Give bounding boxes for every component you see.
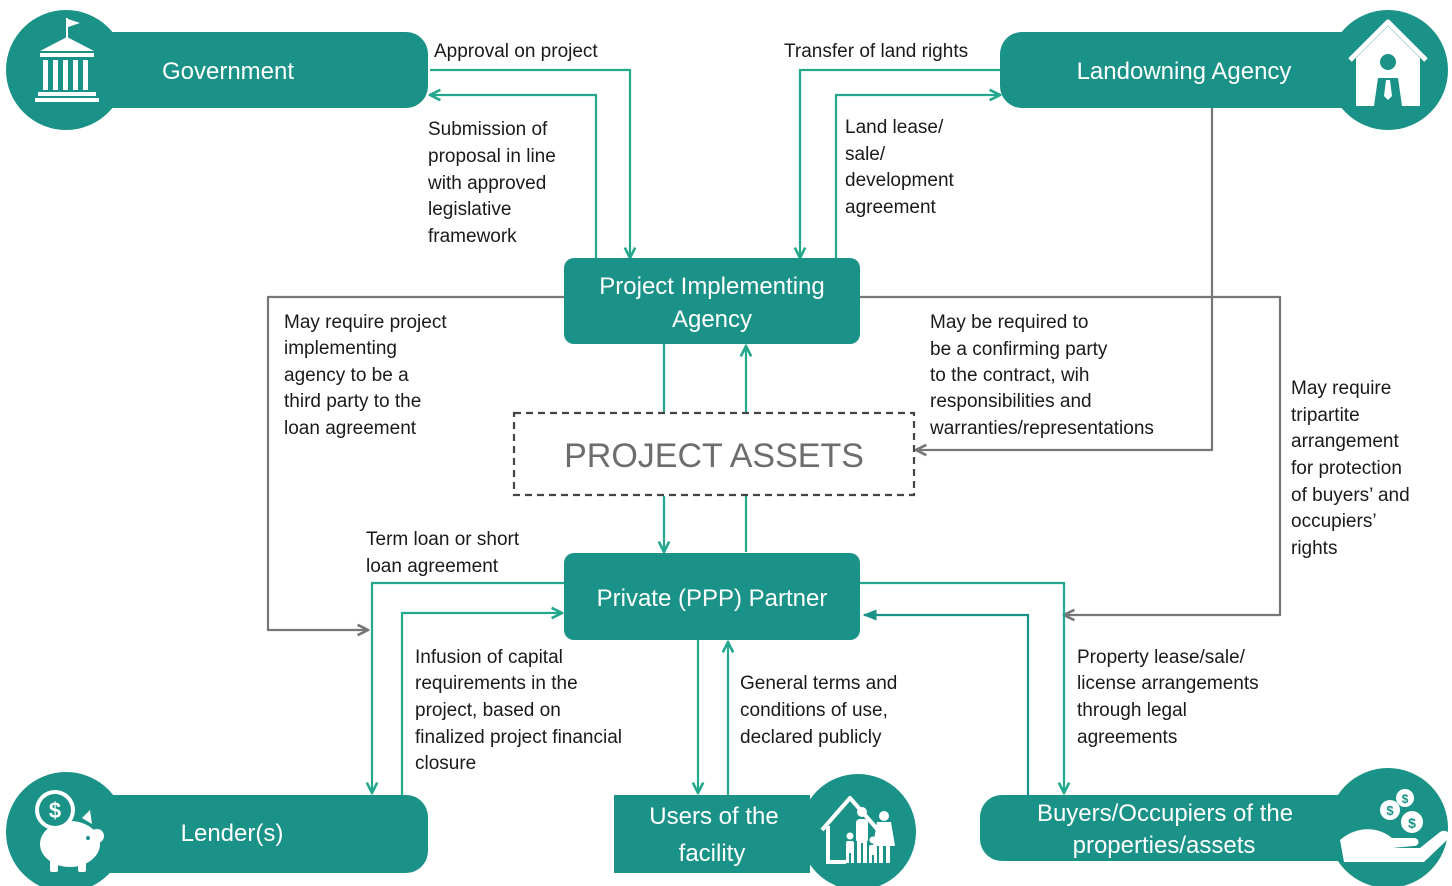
arrow-approval-on-project xyxy=(430,68,630,258)
private-partner-label: Private (PPP) Partner xyxy=(597,585,828,612)
svg-text:$: $ xyxy=(1402,792,1409,806)
pia-label-line1: Project Implementing xyxy=(599,273,824,300)
edge-label-transfer-of-land-rights: Transfer of land rights xyxy=(784,41,968,62)
house-person-icon xyxy=(1348,19,1428,106)
node-lenders: $ Lender(s) xyxy=(6,772,428,886)
node-government-label: Government xyxy=(162,58,294,85)
arrow-land-lease xyxy=(834,95,1000,258)
edge-label-approval-on-project: Approval on project xyxy=(434,41,598,62)
hand-coins-icon: $ $ $ xyxy=(1340,789,1449,862)
family-house-icon xyxy=(820,796,895,864)
arrow-transfer-of-land-rights xyxy=(800,68,1000,258)
arrow-infusion-of-capital xyxy=(400,613,562,795)
pia-label-line2: Agency xyxy=(672,306,752,333)
edge-label-infusion-of-capital: Infusion of capital requirements in the … xyxy=(415,647,627,774)
lenders-label: Lender(s) xyxy=(181,820,284,847)
government-building-icon xyxy=(35,18,99,102)
node-private-partner: Private (PPP) Partner xyxy=(564,553,860,640)
edge-label-submission-of-proposal: Submission of proposal in line with appr… xyxy=(427,119,561,247)
node-project-implementing-agency: Project Implementing Agency xyxy=(564,258,860,344)
arrow-buyers-to-private xyxy=(862,609,1030,795)
edge-label-general-terms: General terms and conditions of use, dec… xyxy=(740,673,903,748)
buyers-label-line2: properties/assets xyxy=(1073,832,1256,859)
edge-label-may-require-third-party: May require project implementing agency … xyxy=(284,312,452,439)
connectors xyxy=(266,68,1282,795)
users-label-line1: Users of the xyxy=(649,803,778,830)
arrow-private-to-buyers xyxy=(860,581,1064,793)
edge-label-confirming-party: May be required to be a confirming party… xyxy=(929,312,1154,439)
piggy-bank-dollar-icon: $ xyxy=(35,790,104,872)
edge-label-property-lease: Property lease/sale/ license arrangement… xyxy=(1077,647,1264,748)
svg-text:$: $ xyxy=(49,798,61,823)
node-project-assets: PROJECT ASSETS xyxy=(512,411,916,497)
node-landowning-agency: Landowning Agency xyxy=(1000,10,1448,130)
node-government: Government xyxy=(6,10,428,130)
node-buyers: $ $ $ Buyers/Occupiers of the properties… xyxy=(980,768,1449,886)
edge-labels: Approval on project Submission of propos… xyxy=(284,41,1415,774)
svg-text:$: $ xyxy=(1408,815,1416,831)
arrow-tripartite xyxy=(860,295,1282,615)
project-assets-label: PROJECT ASSETS xyxy=(564,437,864,475)
arrow-landowning-to-assets xyxy=(916,105,1214,450)
node-users: Users of the facility xyxy=(614,774,916,886)
arrow-third-party-loan xyxy=(266,295,564,630)
node-landowning-agency-label: Landowning Agency xyxy=(1077,58,1292,85)
arrow-submission-of-proposal xyxy=(430,95,598,258)
edge-label-term-loan: Term loan or short loan agreement xyxy=(366,529,524,577)
edge-label-land-lease: Land lease/ sale/ development agreement xyxy=(845,117,959,218)
arrow-term-loan xyxy=(372,581,564,793)
edge-label-tripartite: May require tripartite arrangement for p… xyxy=(1291,378,1415,559)
buyers-label-line1: Buyers/Occupiers of the xyxy=(1037,800,1293,827)
users-label-line2: facility xyxy=(679,840,746,867)
svg-text:$: $ xyxy=(1386,803,1394,818)
